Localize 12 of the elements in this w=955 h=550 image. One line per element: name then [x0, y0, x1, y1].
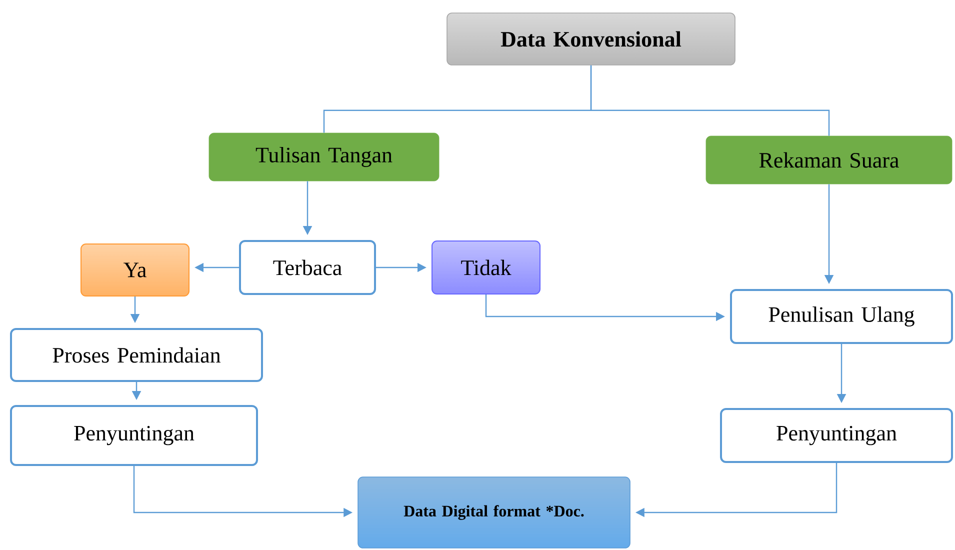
process-box: Data Konvensional — [446, 12, 736, 66]
output-box: Data Digital format *Doc. — [358, 476, 630, 548]
process-box: Rekaman Suara — [706, 136, 952, 184]
decision-box: Tidak — [432, 240, 540, 294]
connector-line — [590, 65, 830, 136]
process-box: Terbaca — [239, 240, 376, 295]
process-box: Penyuntingan — [720, 408, 953, 463]
process-box: Penulisan Ulang — [730, 289, 953, 344]
process-box: Proses Pemindaian — [10, 328, 263, 382]
process-box: Penyuntingan — [10, 405, 258, 466]
decision-box: Ya — [80, 244, 190, 296]
process-box: Tulisan Tangan — [208, 132, 440, 182]
